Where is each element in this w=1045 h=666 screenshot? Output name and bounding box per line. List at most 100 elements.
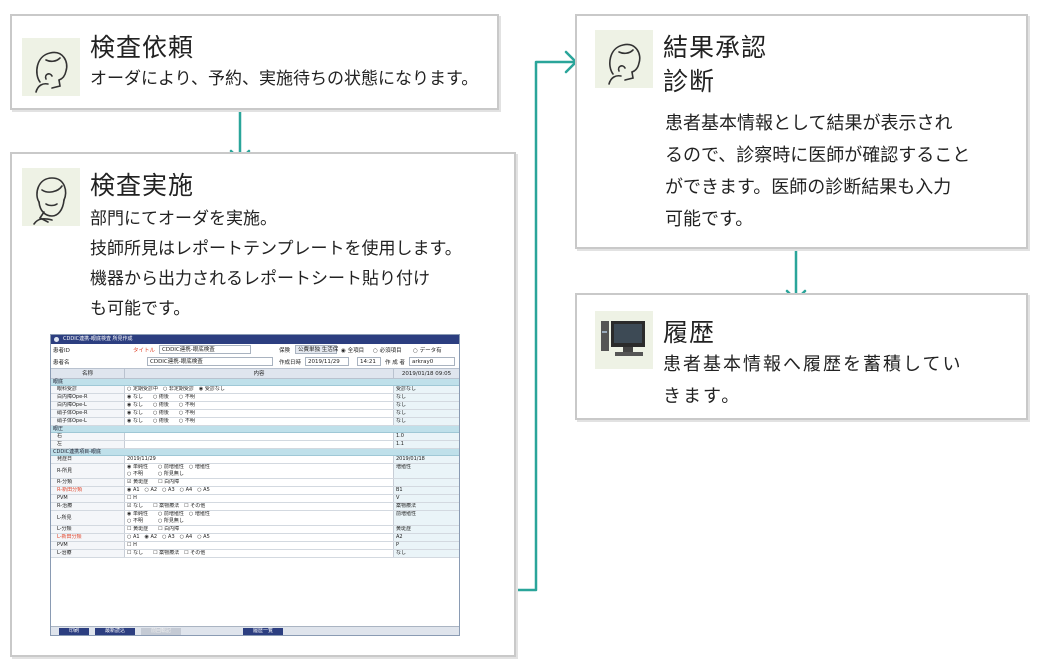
table-row[interactable]: 白内障Ope-R◉ なし ○ 術後 ○ 不明なし — [51, 394, 459, 402]
row-options[interactable]: ○ A1 ◉ A2 ○ A3 ○ A4 ○ A5 — [127, 534, 210, 540]
time-input[interactable]: 14:21 — [357, 357, 381, 366]
result-title: 結果承認 — [663, 33, 768, 62]
radio-all[interactable]: ◉ 全項目 — [341, 348, 365, 354]
row-name: 白内障Ope-L — [51, 402, 125, 409]
row-options[interactable]: ☑ なし ☐ 薬物療法 ☐ その他 — [127, 503, 206, 509]
row-name: 右 — [51, 433, 125, 440]
row-content[interactable]: ◉ なし ○ 術後 ○ 不明 — [125, 418, 394, 425]
row-content[interactable]: ☐ H — [125, 542, 394, 549]
row-options-extra[interactable]: ○ 不明 ○ 所見無し — [127, 471, 184, 477]
result-line-4: 可能です。 — [665, 209, 754, 230]
author-input[interactable]: arkray0 — [409, 357, 455, 366]
result-line-2: るので、診察時に医師が確認すること — [665, 145, 971, 166]
history-title: 履歴 — [663, 318, 716, 347]
patient-name-label: 患者名 — [53, 360, 70, 366]
copy-previous-button[interactable]: 前回転記 — [141, 628, 181, 635]
column-content: 内容 — [125, 369, 394, 378]
radio-required[interactable]: ○ 必須項目 — [373, 348, 402, 354]
request-description: オーダにより、予約、実施待ちの状態になります。 — [90, 69, 479, 89]
reload-button[interactable]: 最新読込 — [95, 628, 135, 635]
row-name: R-分類 — [51, 479, 125, 486]
exec-line-4: も可能です。 — [90, 299, 191, 319]
radio-data[interactable]: ○ データ有 — [413, 348, 442, 354]
date-label: 作成日時 — [279, 360, 302, 366]
row-options[interactable]: ☐ H — [127, 495, 137, 501]
table-row[interactable]: L-所見◉ 単純性 ○ 前増殖性 ○ 増殖性○ 不明 ○ 所見無し前増殖性 — [51, 511, 459, 526]
row-name: 白内障Ope-R — [51, 394, 125, 401]
row-content[interactable]: ◉ A1 ○ A2 ○ A3 ○ A4 ○ A5 — [125, 487, 394, 494]
result-subtitle: 診断 — [663, 67, 716, 96]
table-row[interactable]: 硝子体Ope-R◉ なし ○ 術後 ○ 不明 なし — [51, 410, 459, 418]
row-previous-value: 黄斑症 — [394, 526, 459, 533]
row-name: 硝子体Ope-R — [51, 410, 125, 417]
row-content[interactable]: ☑ なし ☐ 薬物療法 ☐ その他 — [125, 503, 394, 510]
row-previous-value: B1 — [394, 487, 459, 494]
row-content[interactable]: ☑ 黄斑症 ☐ 白内障 — [125, 479, 394, 486]
table-row[interactable]: L-分類☐ 黄斑症 ☐ 白内障黄斑症 — [51, 526, 459, 534]
print-button[interactable]: 印刷 — [59, 628, 89, 635]
table-row[interactable]: L-治療☐ なし ☐ 薬物療法 ☐ その他なし — [51, 550, 459, 558]
row-options[interactable]: ◉ なし ○ 術後 ○ 不明 — [127, 402, 195, 408]
row-previous-value: 受診なし — [394, 386, 459, 393]
row-options[interactable]: ☑ 黄斑症 ☐ 白内障 — [127, 479, 180, 485]
date-input[interactable]: 2019/11/29 — [305, 357, 349, 366]
row-name: R-治療 — [51, 503, 125, 510]
row-content[interactable] — [125, 441, 394, 448]
row-options[interactable]: ◉ A1 ○ A2 ○ A3 ○ A4 ○ A5 — [127, 487, 210, 493]
row-options[interactable]: ◉ なし ○ 術後 ○ 不明 — [127, 418, 195, 424]
table-row[interactable]: R-治療☑ なし ☐ 薬物療法 ☐ その他薬物療法 — [51, 503, 459, 511]
row-name: PVM — [51, 495, 125, 502]
table-row[interactable]: 眼科受診○ 定期受診中 ○ 非定期受診 ◉ 受診なし受診なし — [51, 386, 459, 394]
row-options[interactable]: ☐ H — [127, 542, 137, 548]
row-content[interactable]: ○ 定期受診中 ○ 非定期受診 ◉ 受診なし — [125, 386, 394, 393]
title-input[interactable]: CDDIC連携-眼底検査 — [159, 345, 251, 354]
row-options[interactable]: ☐ なし ☐ 薬物療法 ☐ その他 — [127, 550, 206, 556]
app-logo-icon — [54, 337, 59, 342]
table-row[interactable]: 白内障Ope-L◉ なし ○ 術後 ○ 不明 なし — [51, 402, 459, 410]
row-content[interactable]: ☐ なし ☐ 薬物療法 ☐ その他 — [125, 550, 394, 557]
row-content[interactable] — [125, 433, 394, 440]
table-row[interactable]: R-分類☑ 黄斑症 ☐ 白内障 — [51, 479, 459, 487]
row-content[interactable]: 2019/11/29 — [125, 456, 394, 463]
row-previous-value: なし — [394, 550, 459, 557]
history-list-button[interactable]: 履歴一覧 — [243, 628, 283, 635]
row-options[interactable]: ◉ なし ○ 術後 ○ 不明 — [127, 410, 195, 416]
row-previous-value: なし — [394, 402, 459, 409]
row-options[interactable]: ◉ 単純性 ○ 前増殖性 ○ 増殖性 — [127, 464, 210, 470]
history-line-1: 患者基本情報へ履歴を蓄積してい — [663, 354, 963, 375]
row-content[interactable]: ◉ なし ○ 術後 ○ 不明 — [125, 402, 394, 409]
table-row[interactable]: R-所見◉ 単純性 ○ 前増殖性 ○ 増殖性○ 不明 ○ 所見無し増殖性 — [51, 464, 459, 479]
row-content[interactable]: ◉ なし ○ 術後 ○ 不明 — [125, 410, 394, 417]
radio-data-label: データ有 — [419, 348, 442, 354]
card-request: 検査依頼 オーダにより、予約、実施待ちの状態になります。 — [10, 14, 499, 110]
row-options[interactable]: ◉ 単純性 ○ 前増殖性 ○ 増殖性 — [127, 511, 210, 517]
row-name: L-所見 — [51, 511, 125, 525]
row-name: PVM — [51, 542, 125, 549]
row-options[interactable]: ◉ なし ○ 術後 ○ 不明 — [127, 394, 195, 400]
table-row[interactable]: 硝子体Ope-L◉ なし ○ 術後 ○ 不明なし — [51, 418, 459, 426]
card-exec: 検査実施 部門にてオーダを実施。 技師所見はレポートテンプレートを使用します。 … — [10, 152, 516, 657]
row-content[interactable]: ◉ 単純性 ○ 前増殖性 ○ 増殖性○ 不明 ○ 所見無し — [125, 511, 394, 525]
radio-required-label: 必須項目 — [379, 348, 402, 354]
row-options[interactable]: ○ 定期受診中 ○ 非定期受診 ◉ 受診なし — [127, 386, 225, 392]
row-options[interactable]: ☐ 黄斑症 ☐ 白内障 — [127, 526, 180, 532]
row-content[interactable]: ☐ 黄斑症 ☐ 白内障 — [125, 526, 394, 533]
exec-line-3: 機器から出力されるレポートシート貼り付け — [90, 269, 430, 289]
row-content[interactable]: ☐ H — [125, 495, 394, 502]
template-select[interactable]: CDDIC連携-眼底検査 — [147, 357, 273, 366]
row-options[interactable]: 2019/11/29 — [127, 456, 156, 462]
insurance-select[interactable]: 公費単独 生活保 — [295, 345, 338, 354]
row-content[interactable]: ◉ 単純性 ○ 前増殖性 ○ 増殖性○ 不明 ○ 所見無し — [125, 464, 394, 478]
row-options-extra[interactable]: ○ 不明 ○ 所見無し — [127, 518, 184, 524]
report-screenshot: CDDIC連携-眼底検査 所見作成 患者ID 患者名 タイトル CDDIC連携-… — [50, 334, 460, 636]
row-previous-value: なし — [394, 410, 459, 417]
row-content[interactable]: ◉ なし ○ 術後 ○ 不明 — [125, 394, 394, 401]
row-content[interactable]: ○ A1 ◉ A2 ○ A3 ○ A4 ○ A5 — [125, 534, 394, 541]
